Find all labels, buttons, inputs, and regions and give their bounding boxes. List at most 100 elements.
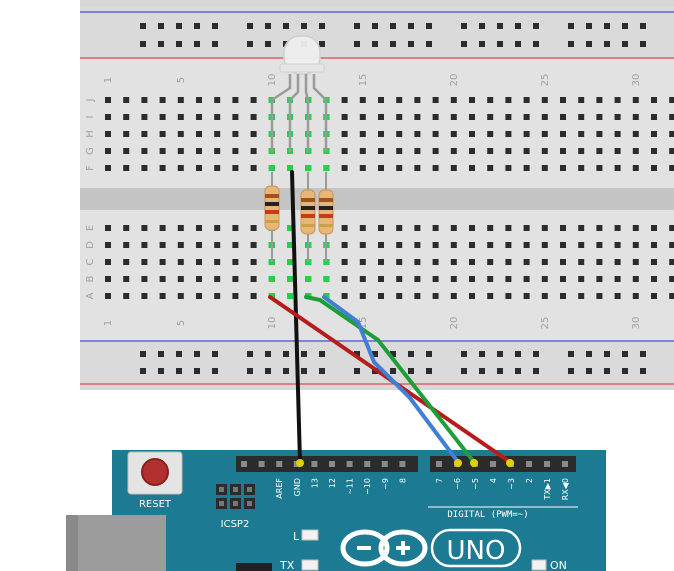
pin-label: 2 xyxy=(525,478,534,483)
hole xyxy=(378,276,384,282)
hole xyxy=(378,97,384,103)
hole xyxy=(505,165,512,171)
hole xyxy=(487,276,494,282)
icsp-pin-core xyxy=(219,501,224,506)
hole xyxy=(414,114,421,120)
header-pin xyxy=(346,461,353,467)
rail-hole xyxy=(140,368,146,374)
icsp-pin-core xyxy=(247,501,252,506)
connected-hole xyxy=(305,165,312,171)
rail-hole xyxy=(568,23,574,29)
hole xyxy=(651,225,657,231)
rail-hole xyxy=(176,41,182,47)
rail-hole xyxy=(212,351,218,357)
hole xyxy=(596,131,603,137)
hole xyxy=(378,259,384,265)
rail-hole xyxy=(640,368,646,374)
rail-hole xyxy=(372,351,378,357)
pin-label: 13 xyxy=(310,478,319,488)
hole xyxy=(378,148,384,154)
hole xyxy=(632,148,639,154)
hole xyxy=(159,131,166,137)
resistor-band-gold xyxy=(301,224,315,227)
hole xyxy=(396,225,403,231)
rail-hole xyxy=(604,41,610,47)
rail-hole xyxy=(354,351,360,357)
rail-hole xyxy=(533,351,539,357)
rail-hole xyxy=(604,23,610,29)
led-leg-common xyxy=(288,74,300,152)
hole xyxy=(232,293,239,299)
rail-hole xyxy=(408,41,414,47)
hole xyxy=(432,242,439,248)
hole xyxy=(523,259,530,265)
hole xyxy=(232,165,239,171)
pin-label: ~9 xyxy=(381,478,390,490)
digital-label: DIGITAL (PWM=~) xyxy=(447,510,528,520)
hole xyxy=(123,225,130,231)
hole xyxy=(396,165,403,171)
hole xyxy=(614,165,621,171)
hole xyxy=(541,259,548,265)
pin-label: TX▶1 xyxy=(543,478,552,501)
hole xyxy=(669,276,674,282)
hole xyxy=(177,131,184,137)
green-wire-end xyxy=(470,459,478,467)
rail-hole xyxy=(586,351,592,357)
blue-wire[interactable] xyxy=(322,295,460,464)
rail-hole xyxy=(408,23,414,29)
hole xyxy=(669,114,674,120)
column-label: 5 xyxy=(176,320,187,326)
hole xyxy=(123,165,130,171)
hole xyxy=(250,293,257,299)
hole xyxy=(505,114,512,120)
pin-label: ~3 xyxy=(507,478,516,490)
hole xyxy=(396,259,403,265)
hole xyxy=(196,276,202,282)
hole xyxy=(159,165,166,171)
hole xyxy=(450,114,457,120)
terminal-strip-top xyxy=(80,58,674,188)
rail-hole xyxy=(604,351,610,357)
hole xyxy=(669,131,674,137)
hole xyxy=(596,148,603,154)
rail-hole xyxy=(586,23,592,29)
hole xyxy=(177,293,184,299)
digital-header-right[interactable] xyxy=(430,456,576,472)
rail-hole xyxy=(176,368,182,374)
hole xyxy=(450,97,457,103)
rail-hole xyxy=(158,23,164,29)
header-pin xyxy=(258,461,265,467)
digital-header-left[interactable] xyxy=(236,456,418,472)
row-label: E xyxy=(85,225,96,231)
rail-hole xyxy=(390,23,396,29)
rail-hole xyxy=(497,368,503,374)
hole xyxy=(414,293,421,299)
rail-hole xyxy=(622,351,628,357)
rail-hole xyxy=(461,351,467,357)
hole xyxy=(523,242,530,248)
hole xyxy=(614,276,621,282)
hole xyxy=(123,293,130,299)
green-wire[interactable] xyxy=(304,295,476,464)
hole xyxy=(541,276,548,282)
hole xyxy=(432,225,439,231)
reset-button[interactable] xyxy=(141,458,169,486)
resistors xyxy=(264,172,334,262)
hole xyxy=(578,165,585,171)
hole xyxy=(214,148,221,154)
hole xyxy=(505,148,512,154)
hole xyxy=(614,293,621,299)
hole xyxy=(232,242,239,248)
rail-hole xyxy=(354,368,360,374)
rail-hole xyxy=(301,368,307,374)
rail-hole xyxy=(568,41,574,47)
column-label: 30 xyxy=(631,74,642,87)
hole xyxy=(378,242,384,248)
hole xyxy=(505,97,512,103)
hole xyxy=(669,225,674,231)
hole xyxy=(159,148,166,154)
hole xyxy=(196,114,202,120)
hole xyxy=(450,276,457,282)
